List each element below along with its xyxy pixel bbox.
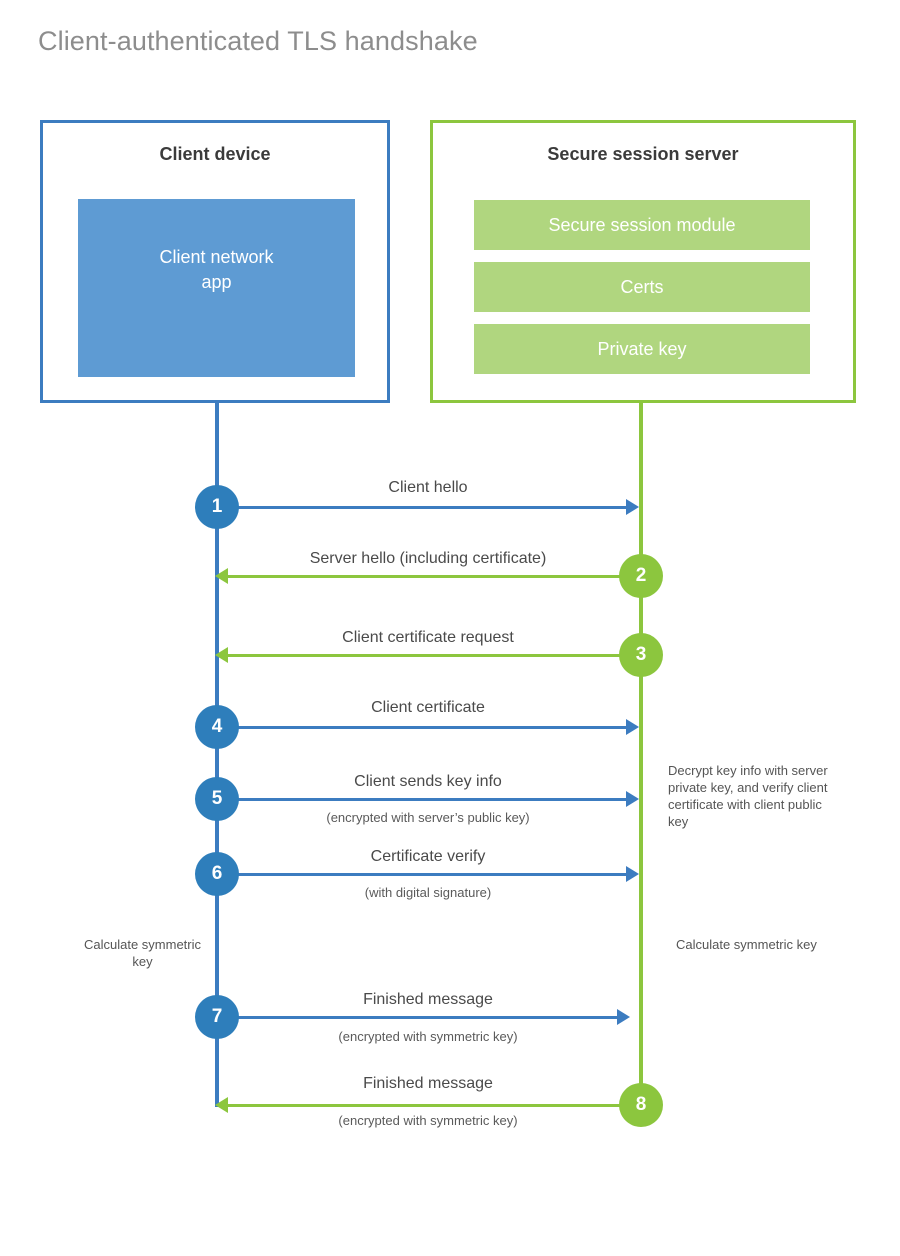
step-4-arrow-head-icon <box>626 719 639 735</box>
step-6-marker[interactable]: 6 <box>195 852 239 896</box>
step-7-number: 7 <box>211 1006 223 1027</box>
step-4-marker[interactable]: 4 <box>195 705 239 749</box>
step-3-arrow-head-icon <box>215 647 228 663</box>
client-device-box: Client device Client network app <box>40 120 390 403</box>
step-6-arrow-head-icon <box>626 866 639 882</box>
step-2-marker[interactable]: 2 <box>619 554 663 598</box>
step-1-arrow-head-icon <box>626 499 639 515</box>
step-1-marker[interactable]: 1 <box>195 485 239 529</box>
step-3-label: Client certificate request <box>342 629 514 646</box>
step-8-marker[interactable]: 8 <box>619 1083 663 1127</box>
step-1-label: Client hello <box>388 479 468 496</box>
step-2-label: Server hello (including certificate) <box>309 550 547 567</box>
server-component-label: Private key <box>597 338 687 359</box>
step-2-arrow-head-icon <box>215 568 228 584</box>
client-network-app-label: Client network app <box>159 247 274 292</box>
client-device-title: Client device <box>159 144 271 164</box>
step-2-number: 2 <box>635 565 647 586</box>
step-5-arrow-head-icon <box>626 791 639 807</box>
step-6-number: 6 <box>211 863 223 884</box>
server-lifeline <box>639 403 643 1107</box>
secure-session-server-title: Secure session server <box>547 144 739 164</box>
step-2-arrow-line <box>228 575 641 578</box>
server-component-certs: Certs <box>474 262 810 312</box>
step-5-number: 5 <box>211 788 223 809</box>
step-4-arrow-line <box>217 726 626 729</box>
step-7-arrow-line <box>217 1016 617 1019</box>
step-5-label: Client sends key info <box>354 773 502 790</box>
step-6-sublabel: (with digital signature) <box>364 885 492 900</box>
step-5-marker[interactable]: 5 <box>195 777 239 821</box>
secure-session-server-box: Secure session server Secure session mod… <box>430 120 856 403</box>
server-calculate-symmetric-key-note: Calculate symmetric key <box>676 937 817 952</box>
step-4-label: Client certificate <box>371 699 485 716</box>
step-8-label: Finished message <box>363 1075 493 1092</box>
client-network-app-block: Client network app <box>78 199 355 377</box>
step-7-arrow-head-icon <box>617 1009 630 1025</box>
server-component-secure-session-module: Secure session module <box>474 200 810 250</box>
step-8-arrow-line <box>228 1104 641 1107</box>
server-decrypt-note: Decrypt key info with server private key… <box>668 763 828 829</box>
step-1-number: 1 <box>211 496 223 517</box>
step-6-label: Certificate verify <box>370 848 486 865</box>
step-8-arrow-head-icon <box>215 1097 228 1113</box>
step-7-label: Finished message <box>363 991 493 1008</box>
step-1-arrow-line <box>217 506 626 509</box>
step-3-number: 3 <box>635 644 647 665</box>
step-7-sublabel: (encrypted with symmetric key) <box>338 1029 518 1044</box>
client-calculate-symmetric-key-note: Calculate symmetric key <box>83 937 202 969</box>
step-8-number: 8 <box>635 1094 647 1115</box>
step-5-sublabel: (encrypted with server’s public key) <box>326 810 530 825</box>
step-4-number: 4 <box>211 716 223 737</box>
step-3-arrow-line <box>228 654 641 657</box>
server-component-label: Secure session module <box>548 214 736 235</box>
server-component-private-key: Private key <box>474 324 810 374</box>
step-3-marker[interactable]: 3 <box>619 633 663 677</box>
server-component-label: Certs <box>620 276 664 297</box>
step-7-marker[interactable]: 7 <box>195 995 239 1039</box>
step-6-arrow-line <box>217 873 626 876</box>
step-5-arrow-line <box>217 798 626 801</box>
step-8-sublabel: (encrypted with symmetric key) <box>338 1113 518 1128</box>
client-lifeline <box>215 403 219 1107</box>
page-title: Client-authenticated TLS handshake <box>38 26 478 56</box>
